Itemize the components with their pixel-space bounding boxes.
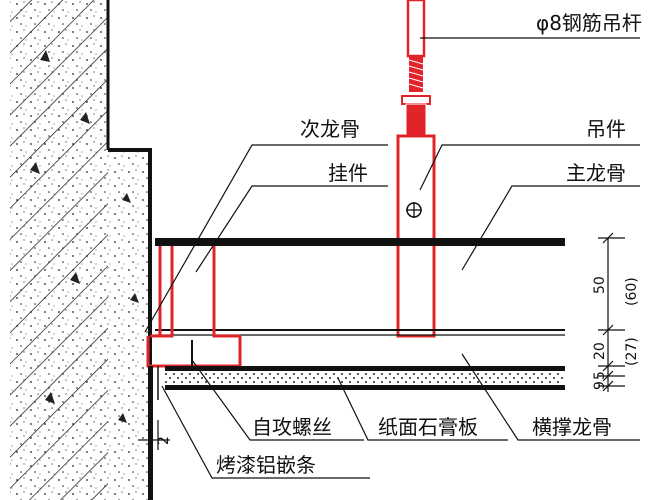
dim-9: 9 [592, 381, 608, 390]
leader-lines [144, 37, 640, 479]
label-aluminum-trim: 烤漆铝嵌条 [216, 453, 316, 477]
label-self-tapping-screw: 自攻螺丝 [252, 415, 332, 439]
secondary-keel [155, 329, 565, 336]
dim-50: 50 [592, 276, 608, 294]
cross-brace-keel [165, 366, 565, 371]
dimension-lines [138, 232, 625, 450]
label-cross-brace-keel: 横撑龙骨 [532, 415, 612, 439]
label-main-keel: 主龙骨 [566, 161, 626, 185]
hanger-clip [146, 246, 242, 368]
label-gypsum-board: 纸面石膏板 [378, 415, 478, 439]
label-hanger-piece: 挂件 [328, 161, 368, 185]
gypsum-board [165, 371, 565, 390]
concrete-wall [10, 0, 110, 500]
label-secondary-keel: 次龙骨 [300, 117, 360, 141]
main-keel [155, 238, 565, 246]
dim-20: 20 [592, 342, 608, 360]
dim-60: (60) [624, 277, 640, 306]
hanger-rod [401, 0, 431, 137]
dim-2: 2 [156, 436, 172, 445]
dim-27: (27) [624, 337, 640, 366]
label-suspension-piece: 吊件 [586, 117, 626, 141]
suspension-piece [396, 134, 436, 338]
plaster-layer [108, 148, 152, 500]
dim-5: 5 [592, 371, 608, 380]
label-rod: φ8钢筋吊杆 [536, 11, 642, 35]
